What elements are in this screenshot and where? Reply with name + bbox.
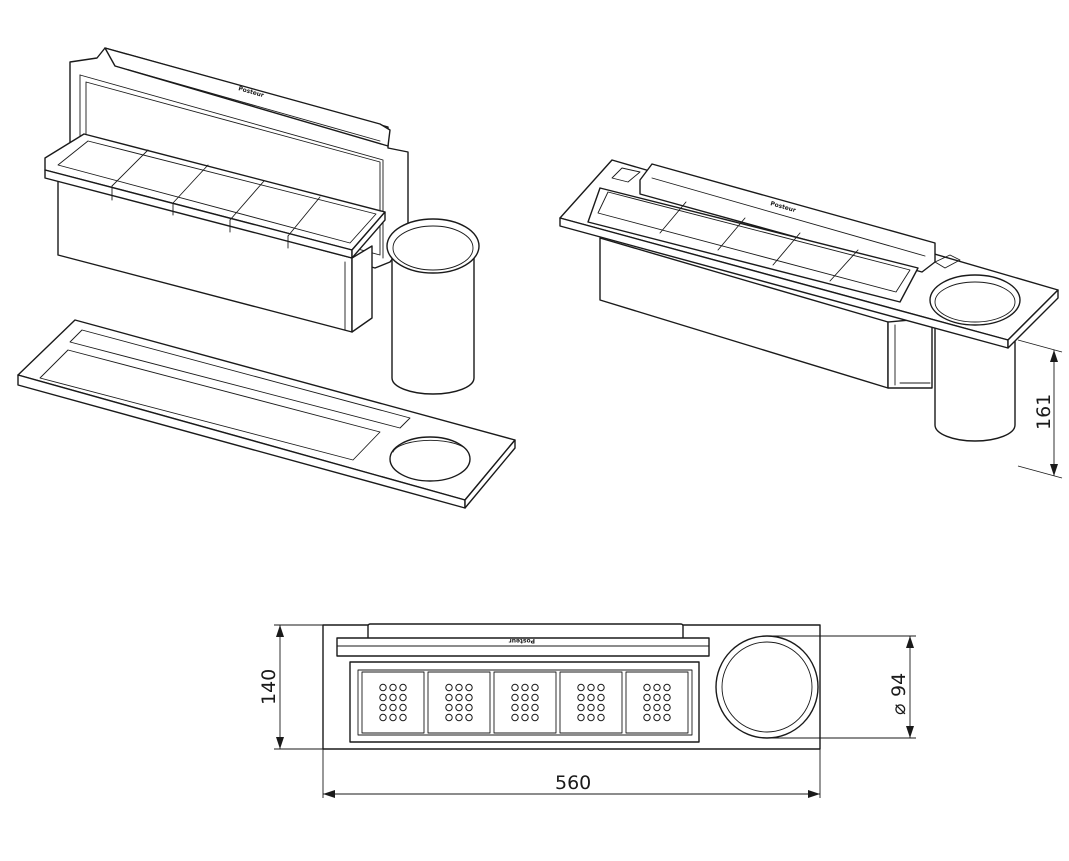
drain-hole [455,713,463,722]
exploded-view: Posteur [17,47,516,509]
brand-label-top: Posteur [509,637,535,644]
compartment-1 [361,671,425,734]
dimension-width: 560 [322,749,821,798]
drain-hole [399,713,407,722]
drain-hole [455,703,463,712]
drain-hole [445,693,453,702]
height-value: 161 [1033,394,1055,430]
drain-hole [653,703,661,712]
drain-hole [465,683,473,692]
drain-hole [521,713,529,722]
cup-top [715,635,819,739]
depth-value: 140 [258,669,280,705]
drain-hole [389,703,397,712]
drain-hole [643,713,651,722]
compartments [361,671,689,734]
drain-hole [577,703,585,712]
drain-hole [597,683,605,692]
drain-hole [663,703,671,712]
drain-hole [511,703,519,712]
top-view: Posteur 140 560 [258,623,916,798]
drain-hole [511,693,519,702]
drain-hole [653,683,661,692]
drain-hole [445,713,453,722]
drain-hole [511,713,519,722]
drain-hole [597,713,605,722]
drain-hole [663,683,671,692]
cup-exploded [386,218,480,395]
drain-hole [653,713,661,722]
drain-hole [465,713,473,722]
drain-hole [465,703,473,712]
drain-hole [399,703,407,712]
drain-hole [379,703,387,712]
drain-hole [577,683,585,692]
drain-hole [455,693,463,702]
drain-hole [577,713,585,722]
drain-hole [445,703,453,712]
drain-hole [643,703,651,712]
drain-hole [587,703,595,712]
drain-hole [663,713,671,722]
dimension-height: 161 [1017,339,1063,479]
drain-hole [379,693,387,702]
drain-hole [643,693,651,702]
compartment-2 [427,671,491,734]
compartment-3 [493,671,557,734]
drain-hole [587,693,595,702]
drain-hole [531,683,539,692]
dimension-diameter: ⌀ 94 [767,635,916,739]
diameter-symbol: ⌀ [888,704,910,715]
drain-hole [511,683,519,692]
width-value: 560 [555,772,591,794]
drain-hole [531,713,539,722]
drain-hole [577,693,585,702]
drain-hole [379,683,387,692]
drain-hole [663,693,671,702]
drain-hole [521,683,529,692]
base-plate [17,319,516,509]
drain-hole [587,713,595,722]
drain-hole [379,713,387,722]
drain-hole [587,683,595,692]
drain-hole [597,693,605,702]
drain-hole [389,713,397,722]
drain-hole [389,693,397,702]
drain-hole [399,693,407,702]
compartment-5 [625,671,689,734]
drain-hole [531,703,539,712]
drain-hole [521,693,529,702]
drain-hole [597,703,605,712]
drain-hole [399,683,407,692]
drain-hole [521,703,529,712]
drain-hole [445,683,453,692]
drain-hole [531,693,539,702]
compartment-4 [559,671,623,734]
drain-hole [653,693,661,702]
dimension-depth: 140 [258,624,323,750]
diameter-value: 94 [888,673,910,697]
drain-hole [455,683,463,692]
drain-hole [389,683,397,692]
drain-hole [465,693,473,702]
assembled-view: Posteur 161 [559,159,1063,479]
drain-hole [643,683,651,692]
divided-box [44,133,386,333]
